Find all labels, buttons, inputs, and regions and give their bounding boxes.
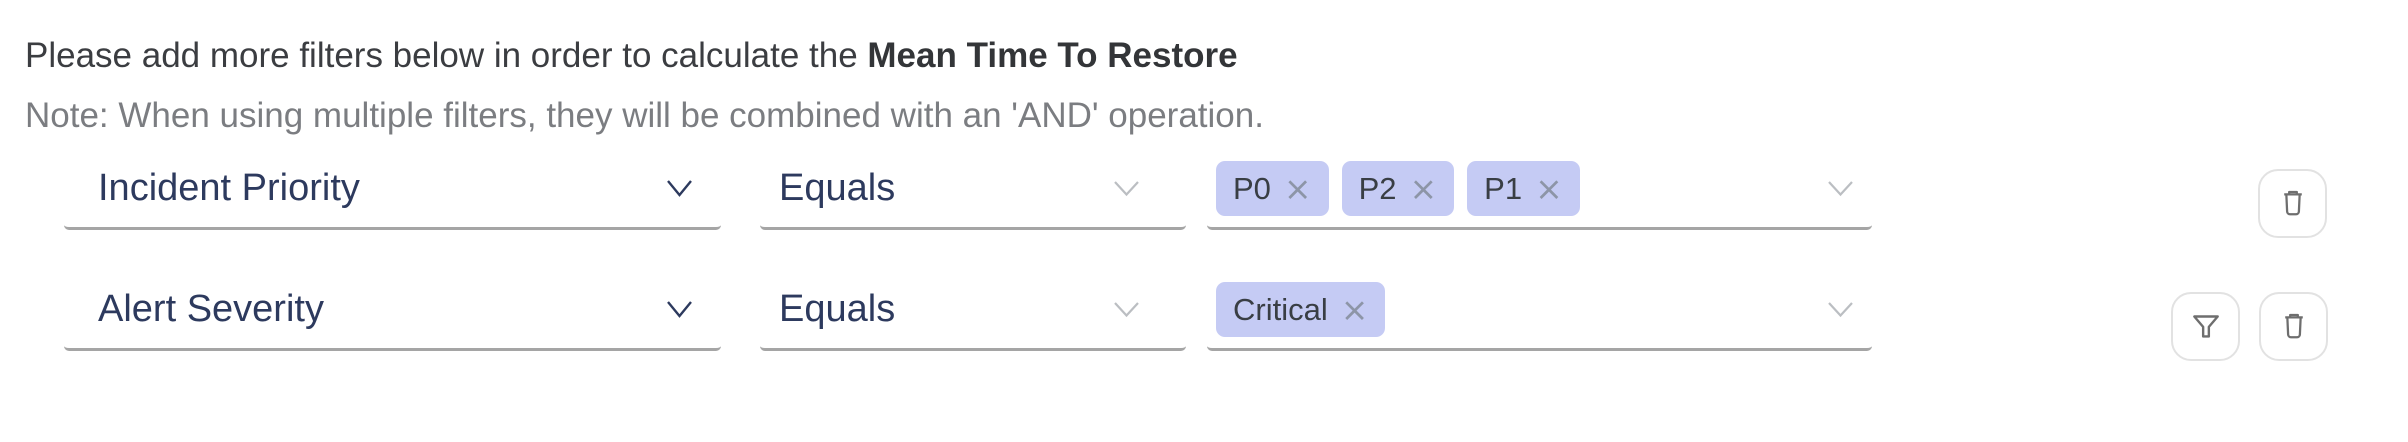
delete-filter-row2-button[interactable]: [2259, 292, 2328, 361]
chevron-down-icon: [1828, 302, 1853, 318]
operator-select-row2-value: Equals: [779, 288, 896, 330]
header-prefix: Please add more filters below in order t…: [25, 36, 868, 75]
value-chip: P2 ×: [1341, 161, 1455, 216]
field-select-row2[interactable]: Alert Severity: [64, 271, 721, 351]
trash-icon: [2283, 190, 2302, 215]
value-chip: Critical ×: [1216, 282, 1386, 337]
field-select-row2-value: Alert Severity: [98, 288, 324, 330]
value-chip: P0 ×: [1216, 161, 1329, 216]
value-multiselect-row2[interactable]: Critical ×: [1207, 271, 1872, 351]
header-text: Please add more filters below in order t…: [25, 34, 1238, 78]
chip-remove-icon[interactable]: ×: [1535, 169, 1563, 208]
selected-values-row1: P0 × P2 × P1 ×: [1216, 161, 1827, 216]
trash-icon: [2284, 313, 2303, 338]
operator-select-row1[interactable]: Equals: [760, 150, 1186, 230]
operator-select-row1-value: Equals: [779, 167, 896, 209]
chip-remove-icon[interactable]: ×: [1340, 290, 1369, 329]
selected-values-row2: Critical ×: [1216, 282, 1827, 337]
chevron-down-icon: [1114, 302, 1139, 318]
chip-label: P1: [1484, 170, 1523, 206]
chip-label: P2: [1358, 170, 1397, 206]
chip-label: Critical: [1233, 291, 1328, 327]
chevron-down-icon: [667, 180, 692, 197]
note-text: Note: When using multiple filters, they …: [25, 96, 1264, 135]
field-select-row1-value: Incident Priority: [98, 167, 360, 209]
operator-select-row2[interactable]: Equals: [760, 271, 1186, 351]
chevron-down-icon: [1114, 181, 1139, 197]
funnel-filter-icon: [2192, 314, 2219, 338]
value-chip: P1 ×: [1467, 161, 1580, 216]
chip-remove-icon[interactable]: ×: [1283, 169, 1312, 208]
apply-filter-row2-button[interactable]: [2171, 292, 2240, 361]
chip-remove-icon[interactable]: ×: [1409, 169, 1438, 208]
chevron-down-icon: [667, 301, 692, 318]
value-multiselect-row1[interactable]: P0 × P2 × P1 ×: [1207, 150, 1872, 230]
chip-label: P0: [1233, 170, 1271, 206]
field-select-row1[interactable]: Incident Priority: [64, 150, 721, 230]
chevron-down-icon: [1828, 181, 1853, 197]
delete-filter-row1-button[interactable]: [2258, 169, 2327, 238]
metric-name: Mean Time To Restore: [867, 36, 1238, 75]
